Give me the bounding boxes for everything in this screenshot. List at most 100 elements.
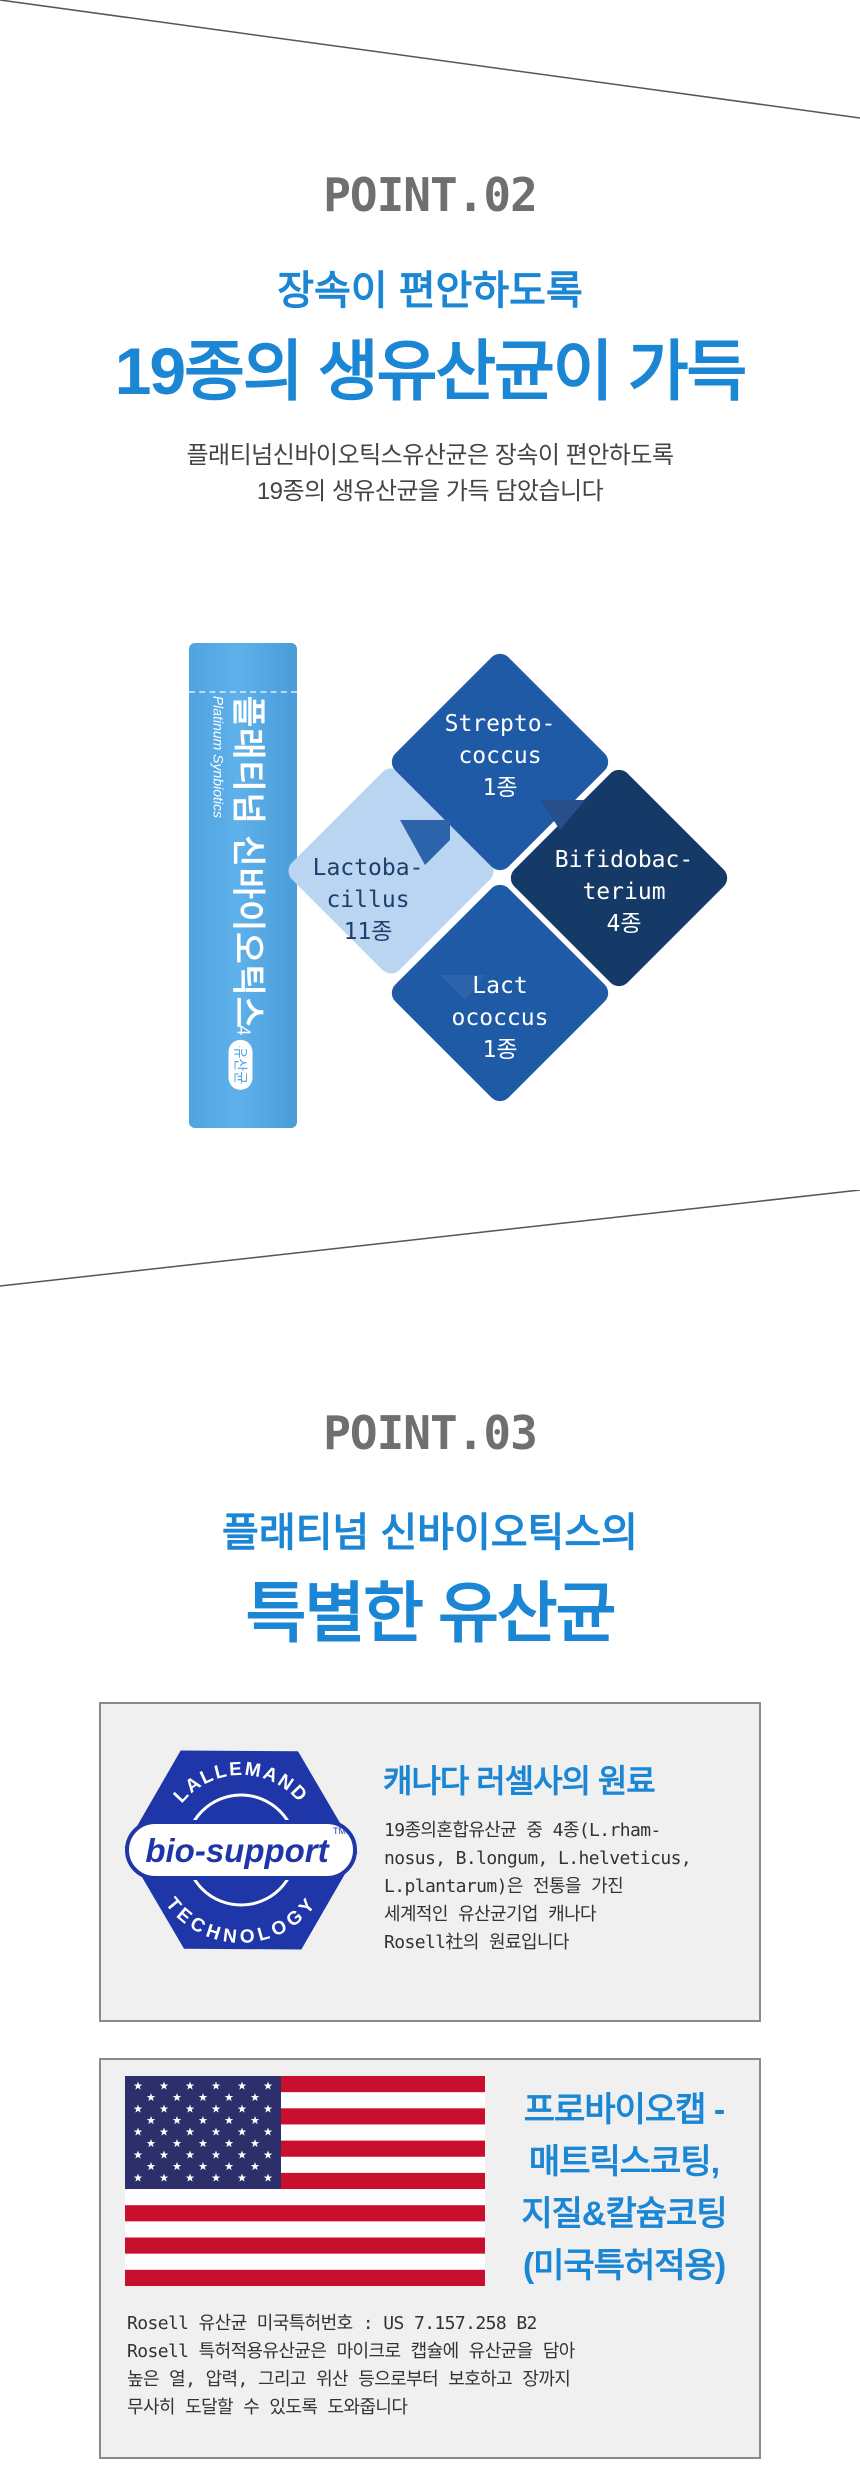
flag-star	[172, 2139, 182, 2148]
lactococcus-count: 1종	[482, 1037, 518, 1063]
flag-star	[224, 2116, 234, 2125]
label-bifidobacterium: Bifidobac- terium 4종	[544, 844, 704, 940]
flag-star	[185, 2104, 195, 2113]
flag-star	[263, 2081, 273, 2090]
lactococcus-line2: ococcus	[451, 1005, 549, 1031]
flag-star	[133, 2127, 143, 2136]
bifido-line1: Bifidobac-	[554, 847, 694, 873]
flag-stars	[133, 2081, 273, 2182]
flag-star	[185, 2127, 195, 2136]
flag-star	[263, 2127, 273, 2136]
flag-star	[237, 2173, 247, 2182]
point02-heading: 19종의 생유산균이 가득	[114, 334, 748, 408]
box2-title-line2: 매트릭스코팅,	[528, 2143, 720, 2181]
flag-star	[146, 2093, 156, 2102]
flag-star	[237, 2104, 247, 2113]
lacto-line1: Lactoba-	[312, 855, 424, 881]
flag-star	[198, 2116, 208, 2125]
flag-star	[172, 2116, 182, 2125]
logo-tm: TM	[333, 1826, 346, 1836]
box2-body-line4: 무사히 도달할 수 있도록 도와줍니다	[127, 2397, 408, 2418]
flag-star	[211, 2150, 221, 2159]
box2-body-line3: 높은 열, 압력, 그리고 위산 등으로부터 보호하고 장까지	[127, 2369, 571, 2390]
flag-star	[250, 2139, 260, 2148]
lactococcus-line1: Lact	[472, 973, 528, 999]
flag-star	[159, 2150, 169, 2159]
label-streptococcus: Strepto- coccus 1종	[420, 708, 580, 804]
point03-subheading: 플래티넘 신바이오틱스의	[222, 1511, 638, 1555]
box1-title: 캐나다 러셀사의 원료	[383, 1763, 656, 1799]
point02-desc-line2: 19종의 생유산균을 가득 담았습니다	[256, 478, 604, 505]
flag-star	[224, 2093, 234, 2102]
flag-star	[133, 2150, 143, 2159]
lacto-count: 11종	[343, 919, 393, 945]
box1-body: 19종의혼합유산균 중 4종(L.rham- nosus, B.longum, …	[384, 1817, 692, 1957]
flag-star	[185, 2150, 195, 2159]
flag-canton	[125, 2076, 281, 2189]
strepto-count: 1종	[482, 775, 518, 801]
box2-title-line4: (미국특허적용)	[522, 2247, 726, 2285]
box2-title-line1: 프로바이오캡 -	[523, 2091, 725, 2129]
box2-body-line2: Rosell 특허적용유산균은 마이크로 캡슐에 유산균을 담아	[127, 2341, 575, 2362]
bifido-line2: terium	[582, 879, 666, 905]
flag-star	[211, 2173, 221, 2182]
flag-star	[263, 2104, 273, 2113]
flag-star	[250, 2116, 260, 2125]
flag-star	[263, 2150, 273, 2159]
flag-star	[198, 2139, 208, 2148]
flag-star	[211, 2081, 221, 2090]
lacto-line2: cillus	[326, 887, 410, 913]
probiocap-box: 프로바이오캡 - 매트릭스코팅, 지질&칼슘코팅 (미국특허적용) Rosell…	[99, 2058, 761, 2459]
lallemand-logo: bio-support TM LALLEMAND TECHNOLOGY	[124, 1750, 358, 1950]
flag-star	[198, 2162, 208, 2171]
flag-star	[237, 2150, 247, 2159]
middle-divider	[0, 1190, 860, 1287]
flag-star	[172, 2162, 182, 2171]
flag-star	[172, 2093, 182, 2102]
stick-seal-line	[189, 691, 297, 693]
box2-body-line1: Rosell 유산균 미국특허번호 : US 7.157.258 B2	[127, 2313, 537, 2334]
us-flag-image	[125, 2076, 485, 2286]
flag-star	[159, 2104, 169, 2113]
label-lactococcus: Lact ococcus 1종	[420, 970, 580, 1066]
flag-star	[224, 2162, 234, 2171]
label-lactobacillus: Lactoba- cillus 11종	[288, 852, 448, 948]
strepto-line1: Strepto-	[444, 711, 556, 737]
box2-body: Rosell 유산균 미국특허번호 : US 7.157.258 B2 Rose…	[127, 2310, 575, 2422]
logo-middle-text: bio-support	[145, 1832, 330, 1869]
box1-body-line1: 19종의혼합유산균 중 4종(L.rham-	[384, 1820, 661, 1841]
flag-star	[133, 2104, 143, 2113]
flag-star	[237, 2127, 247, 2136]
product-weight: 4 g	[233, 1025, 254, 1051]
flag-star	[159, 2173, 169, 2182]
strepto-line2: coccus	[458, 743, 542, 769]
box1-body-line4: 세계적인 유산균기업 캐나다	[384, 1904, 597, 1925]
flag-star	[159, 2081, 169, 2090]
flag-star	[224, 2139, 234, 2148]
flag-star	[263, 2173, 273, 2182]
flag-star	[133, 2081, 143, 2090]
point02-subheading: 장속이 편안하도록	[277, 269, 583, 313]
flag-star	[211, 2104, 221, 2113]
box1-body-line2: nosus, B.longum, L.helveticus,	[384, 1848, 692, 1869]
box1-body-line5: Rosell社의 원료입니다	[384, 1932, 569, 1953]
lallemand-box: bio-support TM LALLEMAND TECHNOLOGY 캐나다 …	[99, 1702, 761, 2022]
diagram-arrows	[400, 800, 585, 1000]
flag-star	[250, 2162, 260, 2171]
flag-star	[146, 2139, 156, 2148]
flag-star	[185, 2173, 195, 2182]
product-english-name: Platinum Synbiotics	[210, 695, 227, 818]
flag-star	[146, 2162, 156, 2171]
flag-star	[198, 2093, 208, 2102]
flag-star	[237, 2081, 247, 2090]
flag-star	[146, 2116, 156, 2125]
point02-label: POINT.02	[323, 168, 538, 222]
point03-label: POINT.03	[323, 1406, 538, 1460]
point02-desc-line1: 플래티넘신바이오틱스유산균은 장속이 편안하도록	[186, 442, 674, 469]
flag-star	[185, 2081, 195, 2090]
flag-star	[159, 2127, 169, 2136]
point03-heading: 특별한 유산균	[245, 1576, 617, 1650]
top-divider	[0, 0, 860, 119]
flag-star	[250, 2093, 260, 2102]
bifido-count: 4종	[606, 911, 642, 937]
